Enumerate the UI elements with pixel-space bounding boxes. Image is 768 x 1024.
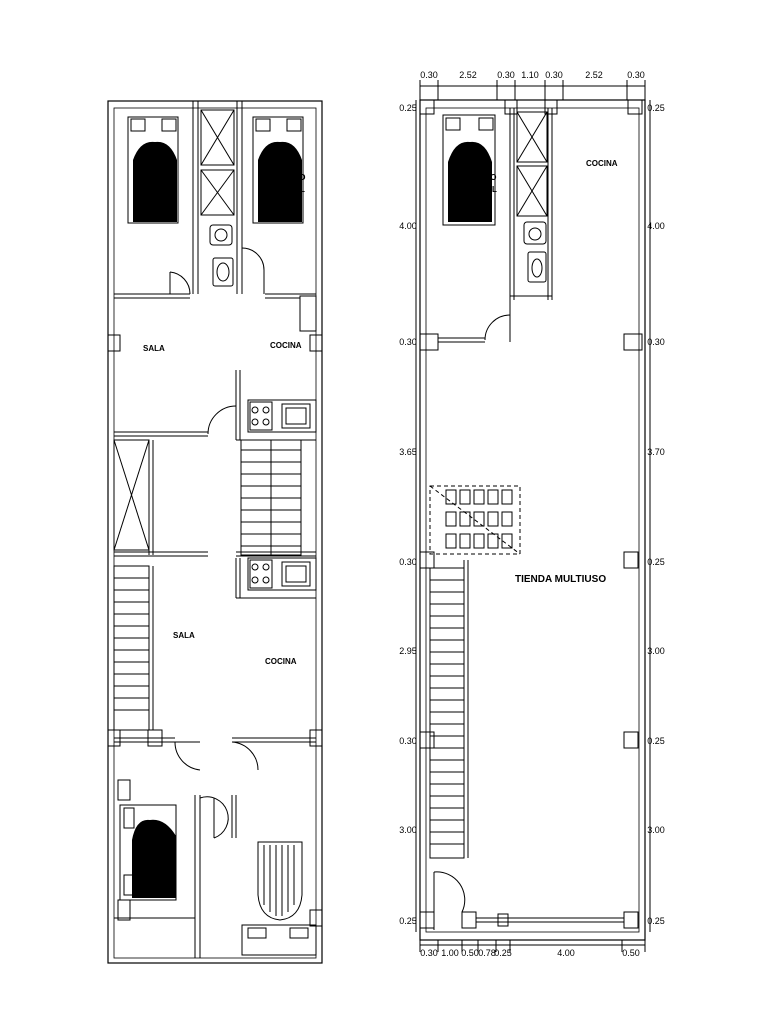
striped-bed: [257, 841, 303, 921]
dim-left-5: 2.95: [399, 646, 417, 656]
dim-bottom-1: 1.00: [441, 948, 459, 958]
dim-top-2: 0.30: [497, 70, 515, 80]
dim-top-3: 1.10: [521, 70, 539, 80]
left-bed-text-3: L: [300, 185, 305, 194]
dim-right-8: 0.25: [647, 916, 665, 926]
dim-left-6: 0.30: [399, 736, 417, 746]
dim-left-8: 0.25: [399, 916, 417, 926]
dim-right-2: 0.30: [647, 337, 665, 347]
dim-left-7: 3.00: [399, 825, 417, 835]
dim-top-4: 0.30: [545, 70, 563, 80]
room-label-sala-upper: SALA: [143, 344, 165, 353]
dim-right-4: 0.25: [647, 557, 665, 567]
dim-right-3: 3.70: [647, 447, 665, 457]
dim-bottom-2: 0.50: [461, 948, 479, 958]
dim-bottom-4: 0.25: [494, 948, 512, 958]
left-upper-beds: [127, 116, 304, 921]
dim-top-5: 2.52: [585, 70, 603, 80]
dim-left-1: 4.00: [399, 221, 417, 231]
dim-bottom-0: 0.30: [420, 948, 438, 958]
room-label-cocina-right: COCINA: [586, 159, 618, 168]
room-label-cocina-lower: COCINA: [265, 657, 297, 666]
room-label-tienda: TIENDA MULTIUSO: [515, 574, 606, 585]
dim-top-6: 0.30: [627, 70, 645, 80]
dim-left-4: 0.30: [399, 557, 417, 567]
right-floor-plan: [415, 80, 651, 952]
dim-right-0: 0.25: [647, 103, 665, 113]
right-bed-text-1: IO: [488, 173, 496, 182]
right-bed-fill: [448, 141, 492, 222]
left-bed-text-2: IO: [297, 173, 305, 182]
dim-right-6: 0.25: [647, 736, 665, 746]
dim-top-0: 0.30: [420, 70, 438, 80]
dim-left-2: 0.30: [399, 337, 417, 347]
room-label-sala-lower: SALA: [173, 631, 195, 640]
dim-bottom-3: 0.78: [478, 948, 496, 958]
dim-bottom-5: 4.00: [557, 948, 575, 958]
dim-top-1: 2.52: [459, 70, 477, 80]
right-bed-text-2: L: [492, 185, 497, 194]
dim-left-3: 3.65: [399, 447, 417, 457]
room-label-cocina-upper: COCINA: [270, 341, 302, 350]
dim-bottom-6: 0.50: [622, 948, 640, 958]
dim-right-5: 3.00: [647, 646, 665, 656]
left-bed-text-1: L: [170, 185, 175, 194]
dim-left-0: 0.25: [399, 103, 417, 113]
dim-right-1: 4.00: [647, 221, 665, 231]
dim-right-7: 3.00: [647, 825, 665, 835]
